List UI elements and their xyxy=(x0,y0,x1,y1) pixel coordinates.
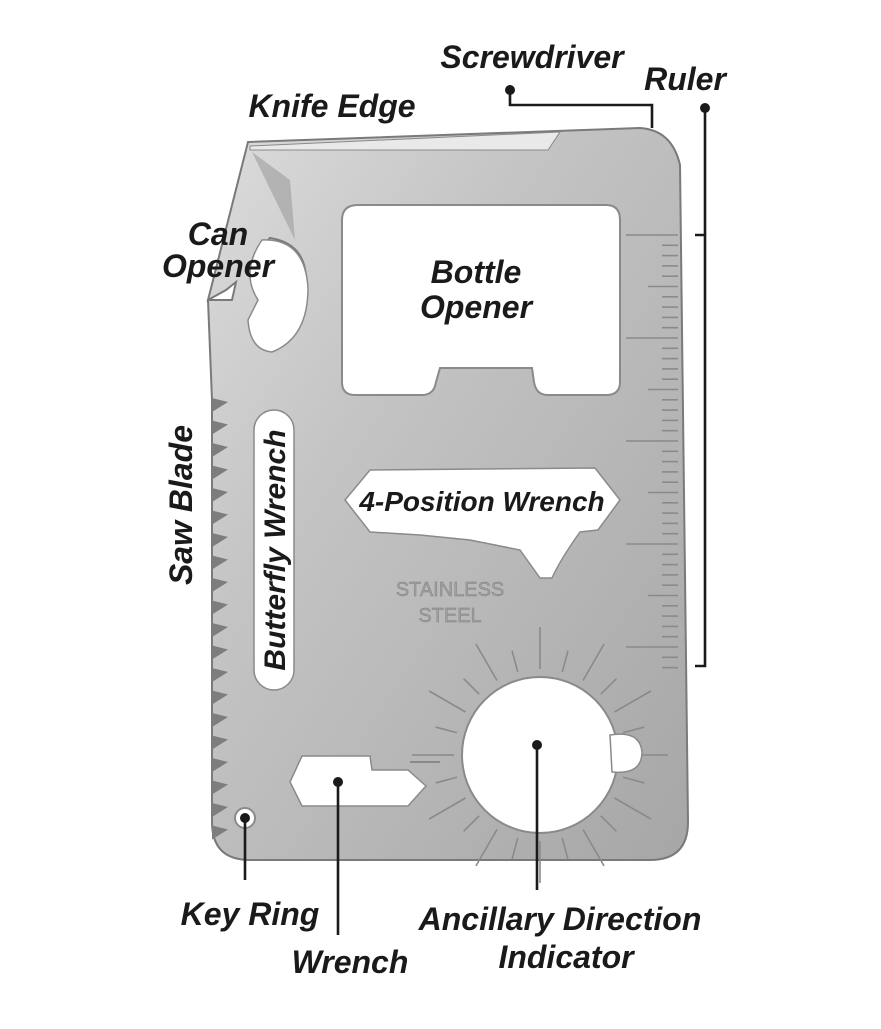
can-opener-cutout xyxy=(247,239,309,353)
saw-tooth xyxy=(212,623,228,637)
butterfly-wrench-slot xyxy=(253,409,295,691)
ruler-ticks xyxy=(626,234,678,669)
screwdriver-leader xyxy=(508,90,654,128)
saw-blade-label: Saw Blade xyxy=(163,425,199,585)
direction-tick xyxy=(614,797,652,820)
can-opener-label-line2: Opener xyxy=(162,248,276,284)
saw-tooth xyxy=(212,533,228,547)
direction-tick xyxy=(511,837,519,860)
can-opener-label-line1: Can xyxy=(188,216,248,252)
direction-tick xyxy=(561,837,569,860)
saw-tooth xyxy=(212,803,228,817)
ruler-dot xyxy=(700,103,710,113)
direction-tick xyxy=(475,829,498,867)
saw-tooth xyxy=(212,780,228,795)
key-ring-label: Key Ring xyxy=(181,896,320,932)
saw-tooth xyxy=(212,510,228,525)
saw-tooth xyxy=(212,690,228,705)
direction-tick xyxy=(622,726,645,734)
stainless-stamp-line1: STAINLESS xyxy=(396,579,505,601)
key-ring-dot xyxy=(240,813,250,823)
stainless-stamp-line2: STEEL xyxy=(418,605,481,627)
wrench-cutout xyxy=(289,755,428,807)
four-position-wrench-label: 4-Position Wrench xyxy=(358,486,604,517)
direction-tick xyxy=(435,726,458,734)
saw-tooth xyxy=(212,713,228,727)
butterfly-wrench-label: Butterfly Wrench xyxy=(259,429,292,670)
knife-edge-shade xyxy=(252,152,295,240)
direction-indicator-label-line2: Indicator xyxy=(498,939,635,975)
screwdriver-dot xyxy=(505,85,515,95)
saw-tooth xyxy=(212,555,228,570)
bottle-opener-label-line2: Opener xyxy=(420,289,534,325)
direction-indicator-label-line1: Ancillary Direction xyxy=(418,901,702,937)
saw-tooth xyxy=(212,758,228,772)
direction-tick xyxy=(511,650,519,673)
knife-edge-bevel xyxy=(249,131,561,151)
direction-indicator-dot xyxy=(532,740,542,750)
saw-tooth xyxy=(212,398,228,412)
direction-tick xyxy=(428,797,466,820)
saw-tooth xyxy=(212,645,228,660)
wrench-label: Wrench xyxy=(292,944,409,980)
knife-edge-label: Knife Edge xyxy=(248,88,415,124)
saw-tooth xyxy=(212,465,228,480)
saw-tooth xyxy=(212,420,228,435)
saw-tooth xyxy=(212,600,228,615)
saw-blade-teeth xyxy=(212,398,228,840)
saw-tooth xyxy=(212,735,228,750)
saw-tooth xyxy=(212,825,228,840)
direction-indicator-hole xyxy=(461,676,619,834)
screwdriver-label: Screwdriver xyxy=(440,39,625,75)
saw-tooth xyxy=(212,578,228,592)
direction-tick xyxy=(600,815,617,832)
direction-tick xyxy=(614,690,652,713)
direction-tick xyxy=(435,776,458,784)
direction-tick xyxy=(582,643,605,681)
direction-tick xyxy=(463,678,480,695)
saw-tooth xyxy=(212,443,228,457)
direction-tick xyxy=(561,650,569,673)
bottle-opener-label-line1: Bottle xyxy=(431,254,522,290)
ruler-leader xyxy=(695,233,707,668)
ruler-label: Ruler xyxy=(644,61,727,97)
direction-tick xyxy=(463,815,480,832)
four-position-wrench-cutout xyxy=(344,467,621,579)
bottle-opener-cutout xyxy=(341,204,621,396)
direction-tick xyxy=(428,690,466,713)
saw-tooth xyxy=(212,668,228,682)
direction-indicator-notch xyxy=(609,733,643,774)
saw-tooth xyxy=(212,488,228,502)
direction-tick xyxy=(582,829,605,867)
direction-tick xyxy=(475,643,498,681)
direction-tick xyxy=(600,678,617,695)
direction-tick xyxy=(622,776,645,784)
wrench-dot xyxy=(333,777,343,787)
